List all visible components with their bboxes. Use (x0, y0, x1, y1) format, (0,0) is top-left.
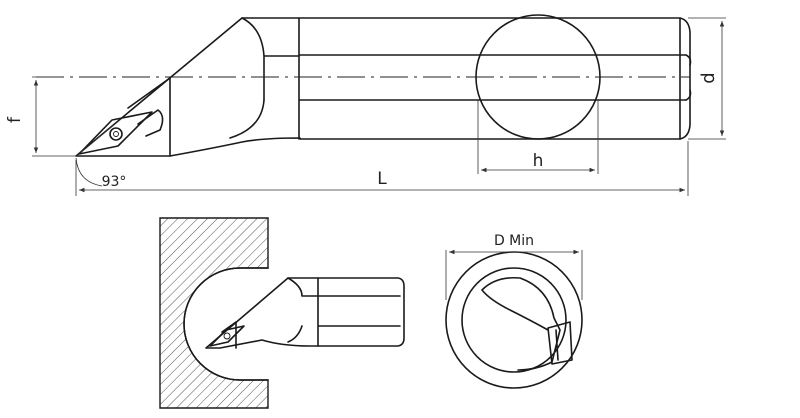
bore-circle-inner (461, 267, 567, 373)
bar-cross-section (481, 276, 561, 371)
dimension-L: L (75, 141, 689, 196)
bar-body-outline (75, 17, 691, 157)
label-h: h (533, 151, 544, 171)
insert-clamp (137, 109, 164, 137)
small-shank-lines (317, 277, 401, 347)
dimension-angle: 93° (75, 119, 127, 190)
neck-lower (229, 99, 265, 139)
shank-rect (298, 17, 687, 140)
dimension-h: h (477, 100, 599, 174)
label-angle: 93° (102, 174, 127, 190)
insert-screw (109, 127, 123, 141)
end-chamfer (685, 54, 692, 101)
neck-upper (241, 17, 300, 57)
end-view-dmin: D Min (445, 233, 583, 389)
small-bar (205, 277, 405, 349)
dimension-d: d (688, 17, 726, 140)
label-d: d (698, 72, 719, 83)
insert (78, 111, 153, 155)
dimension-f: f (5, 76, 76, 157)
label-d-min: D Min (494, 233, 534, 249)
head-face (127, 77, 171, 157)
label-f: f (5, 116, 25, 123)
label-L: L (377, 169, 387, 189)
bore-outline (183, 267, 269, 381)
bore-circle-outer (445, 251, 583, 389)
flat-circle (475, 14, 601, 140)
insert-tip-end (547, 321, 573, 365)
small-neck (287, 277, 319, 343)
boring-bar-side-view (36, 14, 692, 157)
small-insert (209, 325, 245, 347)
workpiece-section-view (159, 217, 405, 409)
